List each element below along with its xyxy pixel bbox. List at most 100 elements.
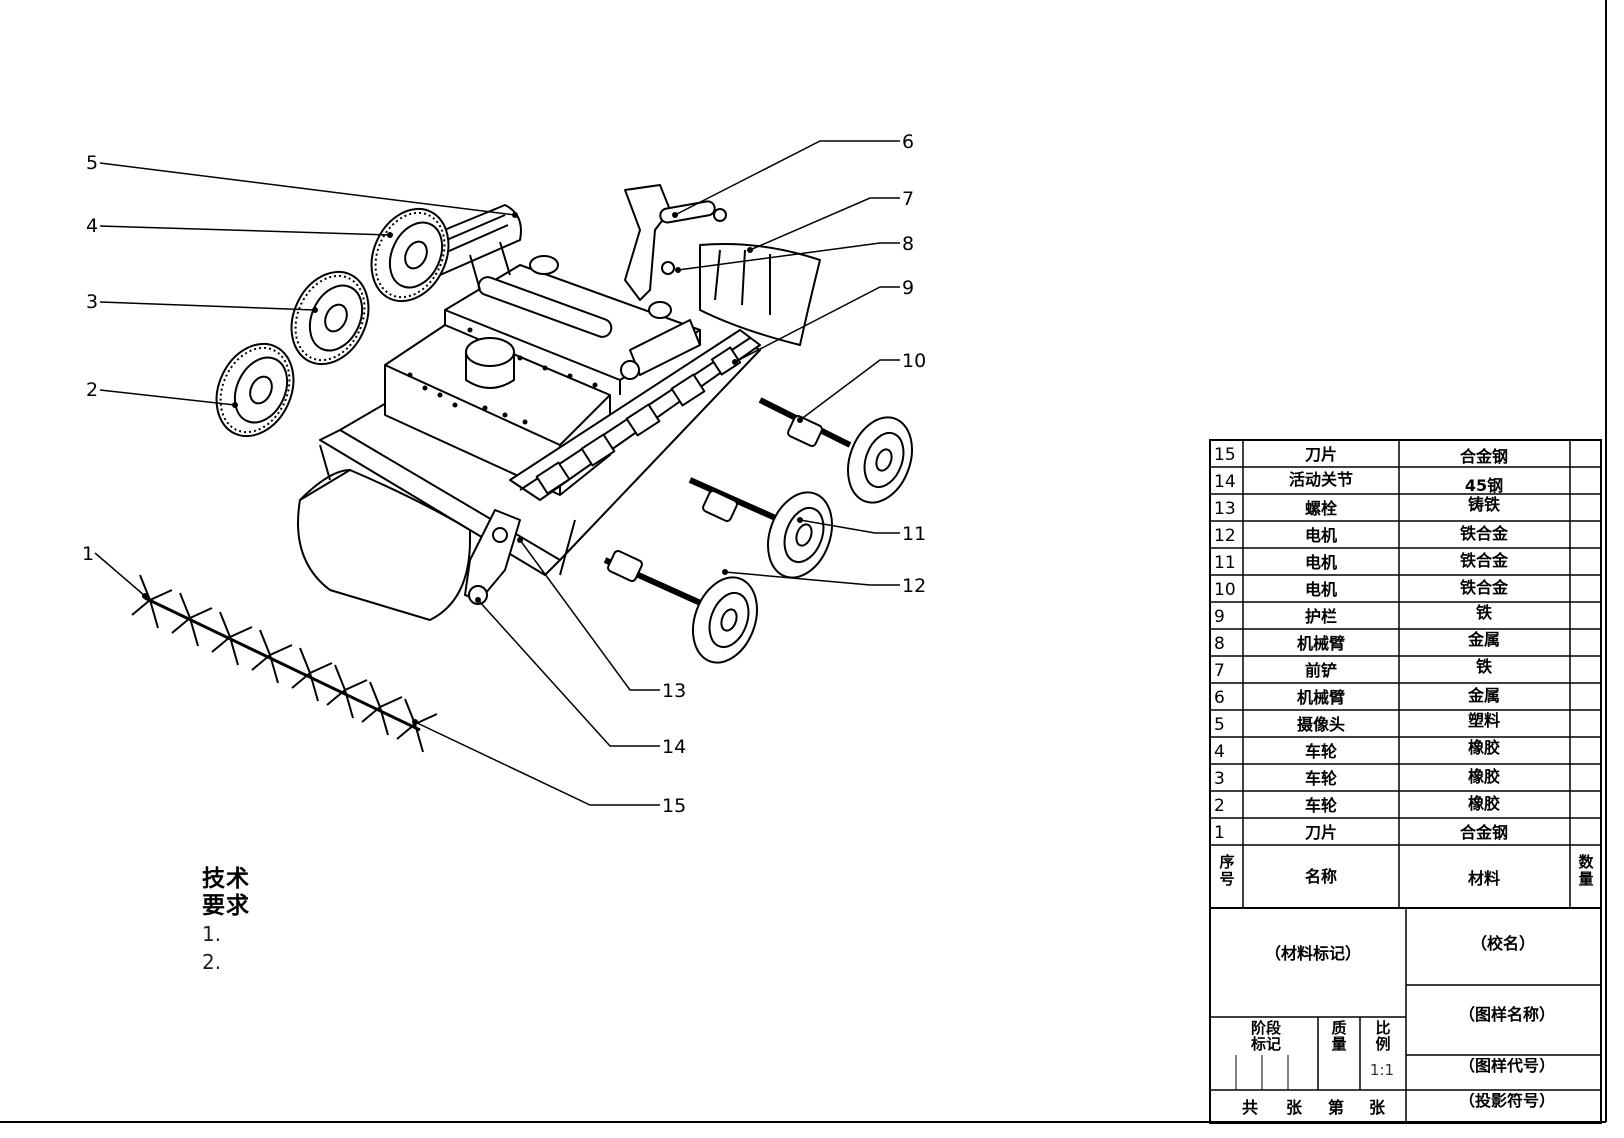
bom-name: 摄像头 <box>1297 715 1345 734</box>
bom-seq: 6 <box>1214 688 1225 708</box>
motor-wheel-10 <box>758 397 913 504</box>
bom-material: 金属 <box>1467 686 1500 705</box>
school-name: （校名） <box>1471 934 1535 953</box>
callout-13: 13 <box>662 680 686 702</box>
bom-material: 铁合金 <box>1460 524 1509 543</box>
callout-labels: 1 2 3 4 5 6 7 8 9 10 11 12 13 14 15 <box>82 131 926 817</box>
bom-seq: 14 <box>1214 472 1236 492</box>
technical-requirement-item: 1. <box>202 922 222 946</box>
drawing-code: （图样代号） <box>1459 1058 1556 1075</box>
callout-7: 7 <box>902 188 914 210</box>
bom-seq: 11 <box>1214 553 1236 573</box>
stage-mark: 阶段标记 <box>1250 1020 1281 1053</box>
bom-name: 电机 <box>1305 580 1337 599</box>
mechanical-arm <box>624 184 671 301</box>
mass-label: 质量 <box>1331 1020 1347 1053</box>
bom-seq: 13 <box>1214 499 1236 519</box>
bom-material: 合金钢 <box>1460 823 1508 842</box>
bom-material: 橡胶 <box>1468 794 1500 813</box>
sheet-unit-2: 张 <box>1369 1098 1386 1117</box>
sheet-number: 第 <box>1328 1098 1344 1117</box>
bom-material: 塑料 <box>1468 711 1500 730</box>
rear-roller-housing <box>297 469 471 621</box>
motor-wheel-11 <box>688 477 833 579</box>
bom-name: 活动关节 <box>1289 470 1353 489</box>
bom-material: 铁合金 <box>1460 578 1509 597</box>
bom-material: 橡胶 <box>1468 738 1500 757</box>
bom-name: 电机 <box>1305 553 1337 572</box>
motor-wheel-12 <box>603 550 758 664</box>
bom-name: 护栏 <box>1305 607 1337 626</box>
bom-table <box>1209 439 1602 1124</box>
callout-5: 5 <box>86 152 98 174</box>
bom-header-material: 材料 <box>1468 869 1500 888</box>
drawing-name: （图样名称） <box>1459 1006 1556 1024</box>
bom-seq: 15 <box>1214 445 1236 465</box>
motor-cylinder <box>465 337 515 367</box>
bom-seq: 8 <box>1214 634 1225 654</box>
bom-material: 铁 <box>1476 603 1492 622</box>
technical-requirements: 技术要求 1. 2. <box>202 866 254 976</box>
bom-header: 序号 名称 材料 数量 <box>1219 853 1594 889</box>
bom-rows: 15 刀片 合金钢 14 活动关节 45钢 13 螺栓 铸铁 12 电机 铁合金… <box>1214 445 1509 843</box>
bom-seq: 3 <box>1214 769 1225 789</box>
leader-dots <box>142 212 803 725</box>
sheet-total: 共 <box>1242 1098 1258 1117</box>
bom-seq: 7 <box>1214 661 1225 681</box>
bom-material: 45钢 <box>1465 476 1503 495</box>
bom-name: 刀片 <box>1305 823 1337 842</box>
technical-requirements-title: 技术要求 <box>202 866 250 919</box>
callout-14: 14 <box>662 736 686 758</box>
bom-material: 铁合金 <box>1460 551 1509 570</box>
callout-6: 6 <box>902 131 914 153</box>
projection-symbol: （投影符号） <box>1459 1093 1556 1110</box>
callout-10: 10 <box>902 350 926 372</box>
callout-3: 3 <box>86 291 98 313</box>
bom-material: 橡胶 <box>1468 767 1500 786</box>
bom-name: 螺栓 <box>1305 499 1338 518</box>
bom-name: 电机 <box>1305 526 1337 545</box>
front-shovel <box>699 243 821 346</box>
bom-name: 车轮 <box>1305 742 1337 761</box>
bom-seq: 2 <box>1214 796 1225 816</box>
technical-requirement-item: 2. <box>202 950 222 974</box>
wheel-4 <box>370 207 450 303</box>
blade-shaft <box>144 596 421 732</box>
wheel-3 <box>290 270 370 366</box>
scale-label: 比例 <box>1375 1020 1391 1053</box>
leader-lines <box>94 140 900 806</box>
callout-11: 11 <box>902 523 926 545</box>
bom-header-qty: 数量 <box>1578 853 1594 888</box>
callout-4: 4 <box>86 215 98 237</box>
bom-material: 铁 <box>1476 657 1492 676</box>
bom-material: 合金钢 <box>1460 447 1508 466</box>
bom-name: 刀片 <box>1305 445 1337 464</box>
callout-8: 8 <box>902 233 914 255</box>
bom-seq: 10 <box>1214 580 1236 600</box>
bom-material: 铸铁 <box>1468 495 1500 514</box>
wheel-2 <box>215 342 295 438</box>
bom-seq: 5 <box>1214 715 1225 735</box>
sheet-unit-1: 张 <box>1286 1098 1303 1117</box>
callout-1: 1 <box>82 543 94 565</box>
title-block: （材料标记） （校名） （图样名称） （图样代号） （投影符号） 阶段标记 质量… <box>1242 934 1556 1117</box>
bom-name: 车轮 <box>1305 796 1337 815</box>
bom-seq: 4 <box>1214 742 1225 762</box>
bom-name: 机械臂 <box>1297 634 1345 653</box>
scale-value: 1:1 <box>1370 1061 1394 1079</box>
bom-name: 前铲 <box>1305 661 1337 680</box>
callout-2: 2 <box>86 379 98 401</box>
material-mark: （材料标记） <box>1265 945 1362 963</box>
bom-name: 机械臂 <box>1297 688 1345 707</box>
bom-name: 车轮 <box>1305 769 1337 788</box>
assembly-drawing <box>131 184 913 753</box>
blade-tines <box>131 574 438 753</box>
callout-12: 12 <box>902 575 926 597</box>
bom-material: 金属 <box>1467 630 1500 649</box>
callout-9: 9 <box>902 277 914 299</box>
bom-seq: 9 <box>1214 607 1225 627</box>
bom-header-seq: 序号 <box>1219 853 1235 888</box>
bom-seq: 12 <box>1214 526 1236 546</box>
bom-seq: 1 <box>1214 823 1225 843</box>
